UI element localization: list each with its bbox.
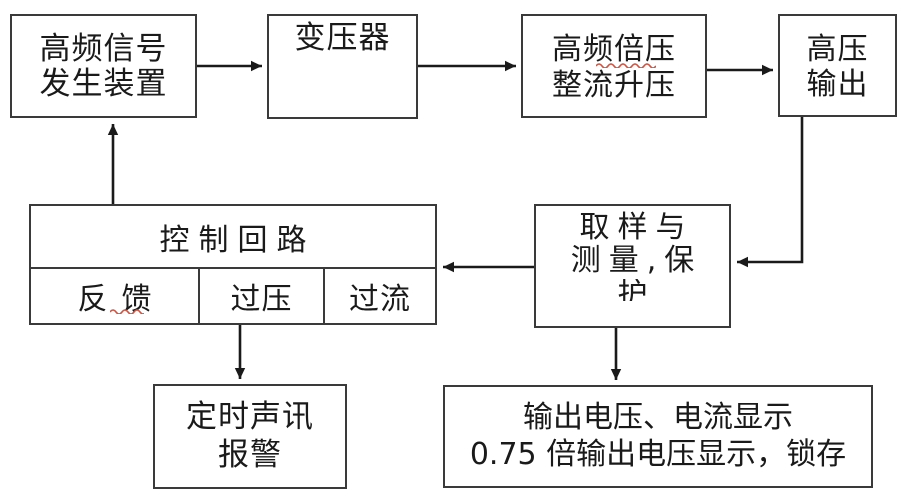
node-hf-multiplier-line1: 高频倍压 — [552, 32, 676, 68]
node-sampling-line1: 取样与 — [579, 210, 694, 245]
node-output-display-line2: 0.75 倍输出电压显示，锁存 — [469, 436, 847, 472]
node-hf-multiplier[interactable]: 高频倍压 整流升压 — [521, 14, 707, 118]
node-output-display[interactable]: 输出电压、电流显示 0.75 倍输出电压显示，锁存 — [443, 385, 873, 488]
node-hv-output-line2: 输出 — [806, 67, 869, 102]
node-hf-signal-generator[interactable]: 高频信号 发生装置 — [10, 14, 197, 118]
node-hf-signal-generator-line1: 高频信号 — [39, 30, 168, 67]
control-cell-feedback[interactable]: 反馈 — [77, 282, 166, 317]
node-control-circuit[interactable]: 控制回路 反馈 过压 过流 — [29, 204, 437, 325]
node-sampling-line2: 测量,保 — [570, 243, 703, 279]
node-output-display-line1: 输出电压、电流显示 — [523, 400, 793, 436]
node-alarm-line2: 报警 — [218, 436, 282, 473]
node-hf-multiplier-line2: 整流升压 — [552, 67, 676, 103]
control-cell-overcurrent[interactable]: 过流 — [323, 269, 435, 323]
node-transformer-line1: 变压器 — [294, 20, 391, 56]
node-alarm[interactable]: 定时声讯 报警 — [153, 384, 347, 489]
node-hv-output-line1: 高压 — [806, 31, 869, 67]
node-hf-signal-generator-line2: 发生装置 — [39, 66, 168, 102]
node-alarm-line1: 定时声讯 — [186, 399, 314, 436]
node-sampling-measurement[interactable]: 取样与 测量,保 护 — [534, 204, 731, 328]
node-sampling-line3: 护 — [617, 278, 656, 301]
node-hv-output[interactable]: 高压 输出 — [778, 14, 897, 117]
node-transformer[interactable]: 变压器 — [267, 14, 418, 119]
control-cell-overvoltage[interactable]: 过压 — [198, 269, 323, 323]
edge-hvoutput-to-sampling — [737, 117, 804, 268]
control-circuit-title: 控制回路 — [31, 206, 435, 269]
control-circuit-cells: 反馈 过压 过流 — [31, 269, 435, 323]
